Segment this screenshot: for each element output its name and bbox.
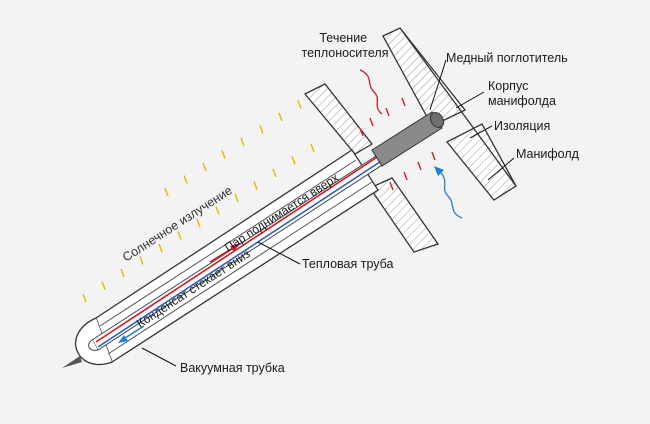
hot-arrow — [403, 171, 408, 181]
sun-ray — [215, 206, 220, 215]
vacuum-tube-inner-wall-bottom — [107, 181, 373, 355]
leader-manifold — [487, 157, 515, 181]
label-manifold-housing: Корпус манифолда — [488, 79, 556, 108]
sun-ray — [82, 293, 87, 303]
manifold-lower-pocket-wall — [369, 177, 440, 253]
heat-pipe-bottom-cap — [88, 339, 99, 351]
sun-ray — [291, 156, 296, 165]
hot-arrow — [359, 127, 364, 137]
hot-arrow — [385, 107, 390, 117]
label-flow-line-2: теплоносителя — [302, 46, 389, 60]
heat-pipe — [88, 146, 397, 351]
sun-ray — [253, 181, 258, 190]
sun-ray — [310, 143, 315, 153]
sun-ray — [240, 137, 245, 147]
sun-ray — [272, 168, 277, 178]
label-flow: Течение теплоносителя — [302, 31, 389, 60]
sun-ray — [177, 231, 182, 240]
manifold-upper-wall — [382, 27, 467, 127]
flow-out-wavy-arrow — [359, 69, 383, 115]
sun-ray — [196, 218, 201, 228]
flow-in-arrow-head — [434, 166, 444, 176]
vacuum-tube-tip — [62, 356, 82, 368]
sun-ray — [278, 112, 283, 122]
sun-ray — [221, 150, 226, 159]
leader-heat-pipe — [257, 241, 301, 265]
label-heat-pipe: Тепловая труба — [302, 257, 394, 271]
sun-ray — [164, 187, 169, 197]
sun-ray — [202, 162, 207, 172]
hot-arrow — [389, 181, 394, 191]
leader-vacuum-tube — [141, 347, 177, 367]
copper-absorber-end — [429, 112, 445, 128]
label-flow-line-1: Течение — [319, 31, 367, 45]
sun-ray — [183, 175, 188, 184]
hot-flow-arrows — [359, 97, 436, 191]
leader-insulation — [469, 125, 493, 139]
copper-absorber — [371, 111, 445, 167]
sun-ray — [259, 125, 264, 134]
condensate-line — [97, 153, 393, 348]
label-manifold-housing-line-2: манифолда — [488, 94, 556, 108]
condensate-arrow — [118, 325, 145, 343]
leader-copper-absorber — [429, 59, 447, 111]
manifold-lower-wall — [445, 123, 517, 201]
label-manifold: Манифолд — [516, 147, 580, 161]
label-vacuum-tube: Вакуумная трубка — [180, 361, 285, 375]
label-copper-absorber: Медный поглотитель — [446, 51, 568, 65]
sun-ray — [234, 193, 239, 203]
label-insulation: Изоляция — [494, 119, 550, 133]
hot-arrow — [401, 97, 406, 107]
sun-ray — [139, 256, 144, 265]
sun-ray — [297, 100, 302, 109]
leader-manifold-housing — [455, 91, 485, 109]
hot-arrow — [431, 151, 436, 161]
label-manifold-housing-line-1: Корпус — [488, 79, 528, 93]
hot-arrow — [417, 161, 422, 171]
vapor-arrow — [209, 243, 240, 263]
vapor-line — [95, 149, 389, 343]
sun-ray — [158, 243, 163, 253]
flow-in-wavy-arrow — [439, 171, 463, 219]
copper-absorber-body — [371, 111, 443, 167]
manifold-upper-pocket-wall — [303, 83, 373, 155]
sun-ray — [120, 268, 125, 278]
vacuum-tube-inner-wall-top — [99, 159, 357, 327]
leader-lines — [141, 59, 515, 367]
hot-arrow — [369, 117, 374, 127]
manifold-housing — [303, 27, 517, 253]
sun-rays — [82, 100, 315, 303]
sun-ray — [101, 281, 106, 290]
